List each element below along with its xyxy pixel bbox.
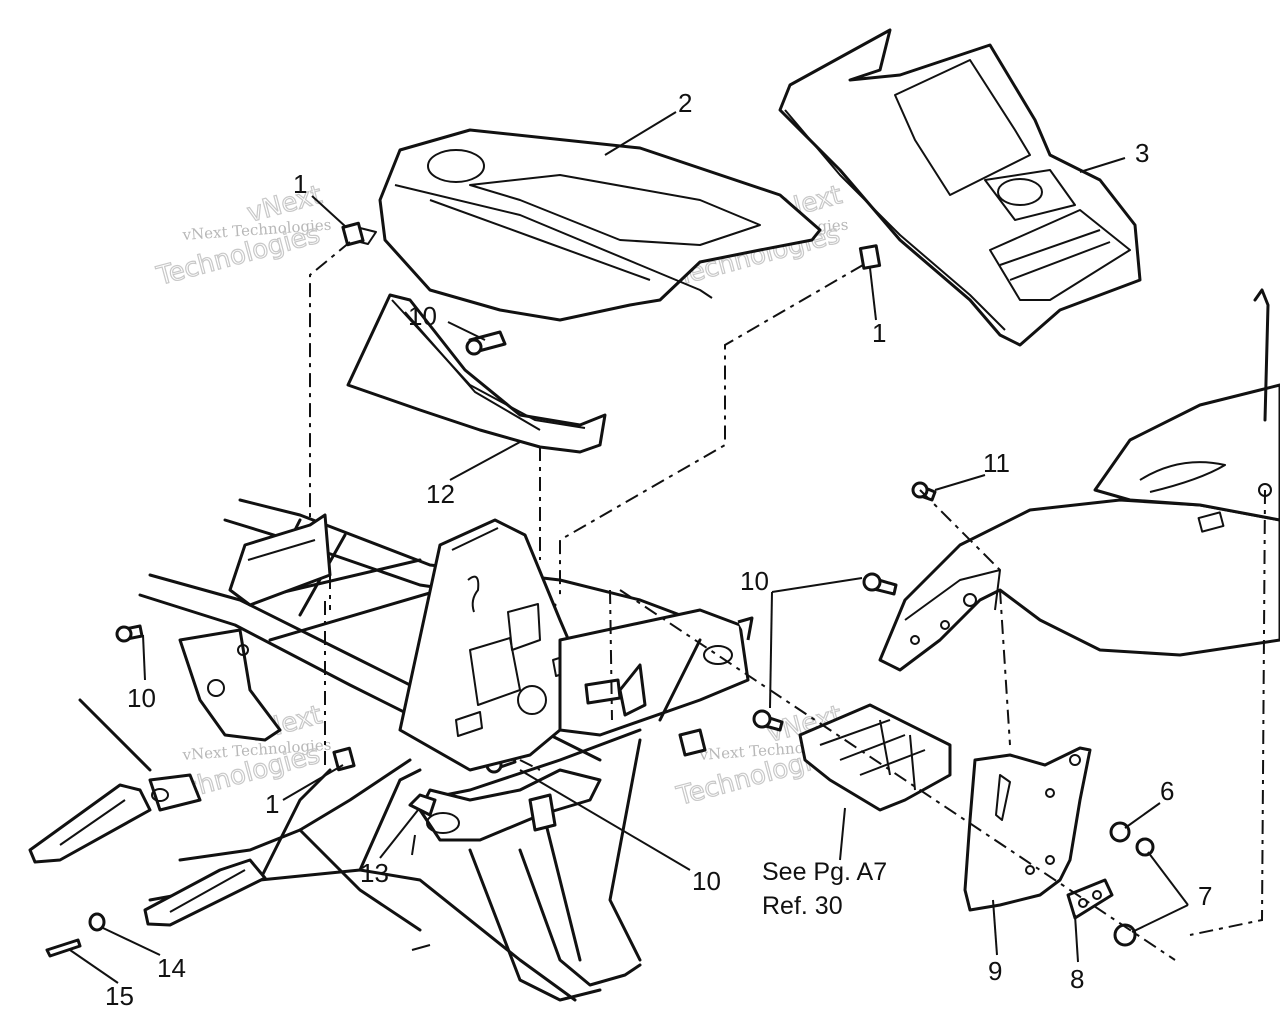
reference-note-line-1: See Pg. A7 [762,858,887,886]
callout-part-10: 10 [740,566,769,596]
callout-part-1: 1 [265,789,279,819]
callout-part-7: 7 [1198,881,1212,911]
callout-labels: 1 2 3 1 10 12 11 10 10 1 13 10 6 7 8 9 1… [105,88,1212,1011]
vehicle-frame [28,498,754,1002]
callout-part-9: 9 [988,956,1002,986]
callout-part-1: 1 [872,318,886,348]
taillight-housing [798,703,952,812]
callout-part-3: 3 [1135,138,1149,168]
callout-part-1: 1 [293,169,307,199]
reference-note-line-2: Ref. 30 [762,892,843,920]
fastener-plates [332,221,882,772]
part-12-lower-panel [346,293,607,454]
plate-bracket-assembly [963,746,1155,947]
callout-part-14: 14 [157,953,186,983]
callout-part-15: 15 [105,981,134,1011]
callout-part-10: 10 [692,866,721,896]
callout-part-12: 12 [426,479,455,509]
assembly-dash-lines [309,241,1266,961]
part-2-front-cowl [351,128,822,322]
callout-part-10: 10 [127,683,156,713]
callout-part-10: 10 [408,301,437,331]
callout-part-6: 6 [1160,776,1174,806]
reference-note: See Pg. A7 Ref. 30 [762,858,887,920]
leader-lines [69,111,1189,984]
callout-part-13: 13 [360,858,389,888]
part-3-rear-cowl [778,28,1142,347]
callout-part-8: 8 [1070,964,1084,994]
part-11-rear-fender [878,288,1280,672]
callout-part-2: 2 [678,88,692,118]
callout-part-11: 11 [983,448,1010,478]
